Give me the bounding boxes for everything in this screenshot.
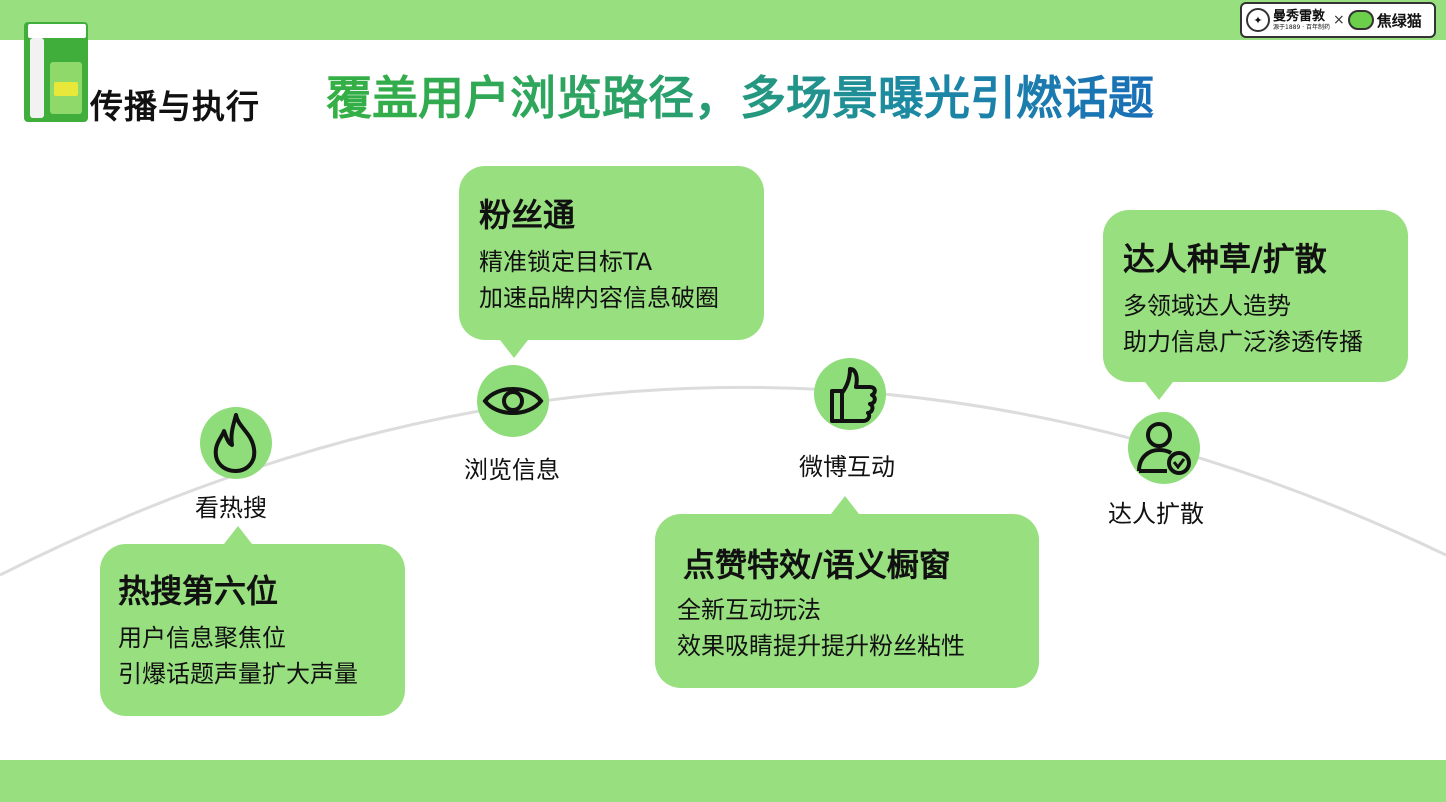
bubble-line: 引爆话题声量扩大声量 (118, 660, 358, 688)
bubble-title: 热搜第六位 (118, 572, 279, 610)
node-label-weibo-interaction: 微博互动 (799, 453, 895, 481)
bubble-line: 全新互动玩法 (677, 596, 821, 624)
brand-name: 曼秀雷敦 (1273, 8, 1326, 24)
bubble-line: 精准锁定目标TA (479, 248, 653, 276)
bubble-fans-tong: 粉丝通 精准锁定目标TA 加速品牌内容信息破圈 (459, 166, 764, 358)
brand-seal-icon: ✦ (1246, 8, 1270, 32)
thumbs-up-icon (814, 358, 886, 430)
section-title: 传播与执行 (90, 87, 260, 126)
eye-icon (477, 365, 549, 437)
bubble-hot-search: 热搜第六位 用户信息聚焦位 引爆话题声量扩大声量 (100, 526, 405, 716)
bubble-line: 效果吸睛提升提升粉丝粘性 (677, 632, 965, 660)
bubble-line: 多领域达人造势 (1123, 292, 1291, 320)
node-label-kol-spread: 达人扩散 (1108, 500, 1204, 528)
bubble-line: 助力信息广泛渗透传播 (1123, 328, 1363, 356)
node-label-browse: 浏览信息 (464, 456, 560, 484)
product-image (24, 22, 88, 122)
bubble-kol-seeding: 达人种草/扩散 多领域达人造势 助力信息广泛渗透传播 (1103, 210, 1408, 400)
brand-logo: 曼秀雷敦 源于1889 · 百年制药 (1273, 10, 1330, 31)
top-band (0, 0, 1446, 40)
bubble-like-effects: 点赞特效/语义橱窗 全新互动玩法 效果吸睛提升提升粉丝粘性 (655, 496, 1039, 688)
node-label-hot-search: 看热搜 (195, 494, 267, 522)
bubble-title: 点赞特效/语义橱窗 (683, 546, 951, 584)
bottom-band (0, 760, 1446, 802)
user-check-icon (1128, 412, 1200, 484)
bubble-title: 达人种草/扩散 (1123, 240, 1327, 278)
partner-name: 焦绿猫 (1376, 11, 1422, 30)
cat-mascot-icon (1347, 10, 1374, 30)
bubble-line: 加速品牌内容信息破圈 (479, 284, 719, 312)
bubble-title: 粉丝通 (479, 196, 576, 234)
brand-tagline: 源于1889 · 百年制药 (1273, 23, 1330, 31)
brand-logo-lockup: ✦ 曼秀雷敦 源于1889 · 百年制药 × 焦绿猫 (1240, 2, 1436, 38)
flame-icon (200, 407, 272, 479)
page-headline: 覆盖用户浏览路径，多场景曝光引燃话题 (326, 62, 1154, 128)
bubble-line: 用户信息聚焦位 (118, 624, 286, 652)
logo-separator: × (1333, 12, 1345, 28)
